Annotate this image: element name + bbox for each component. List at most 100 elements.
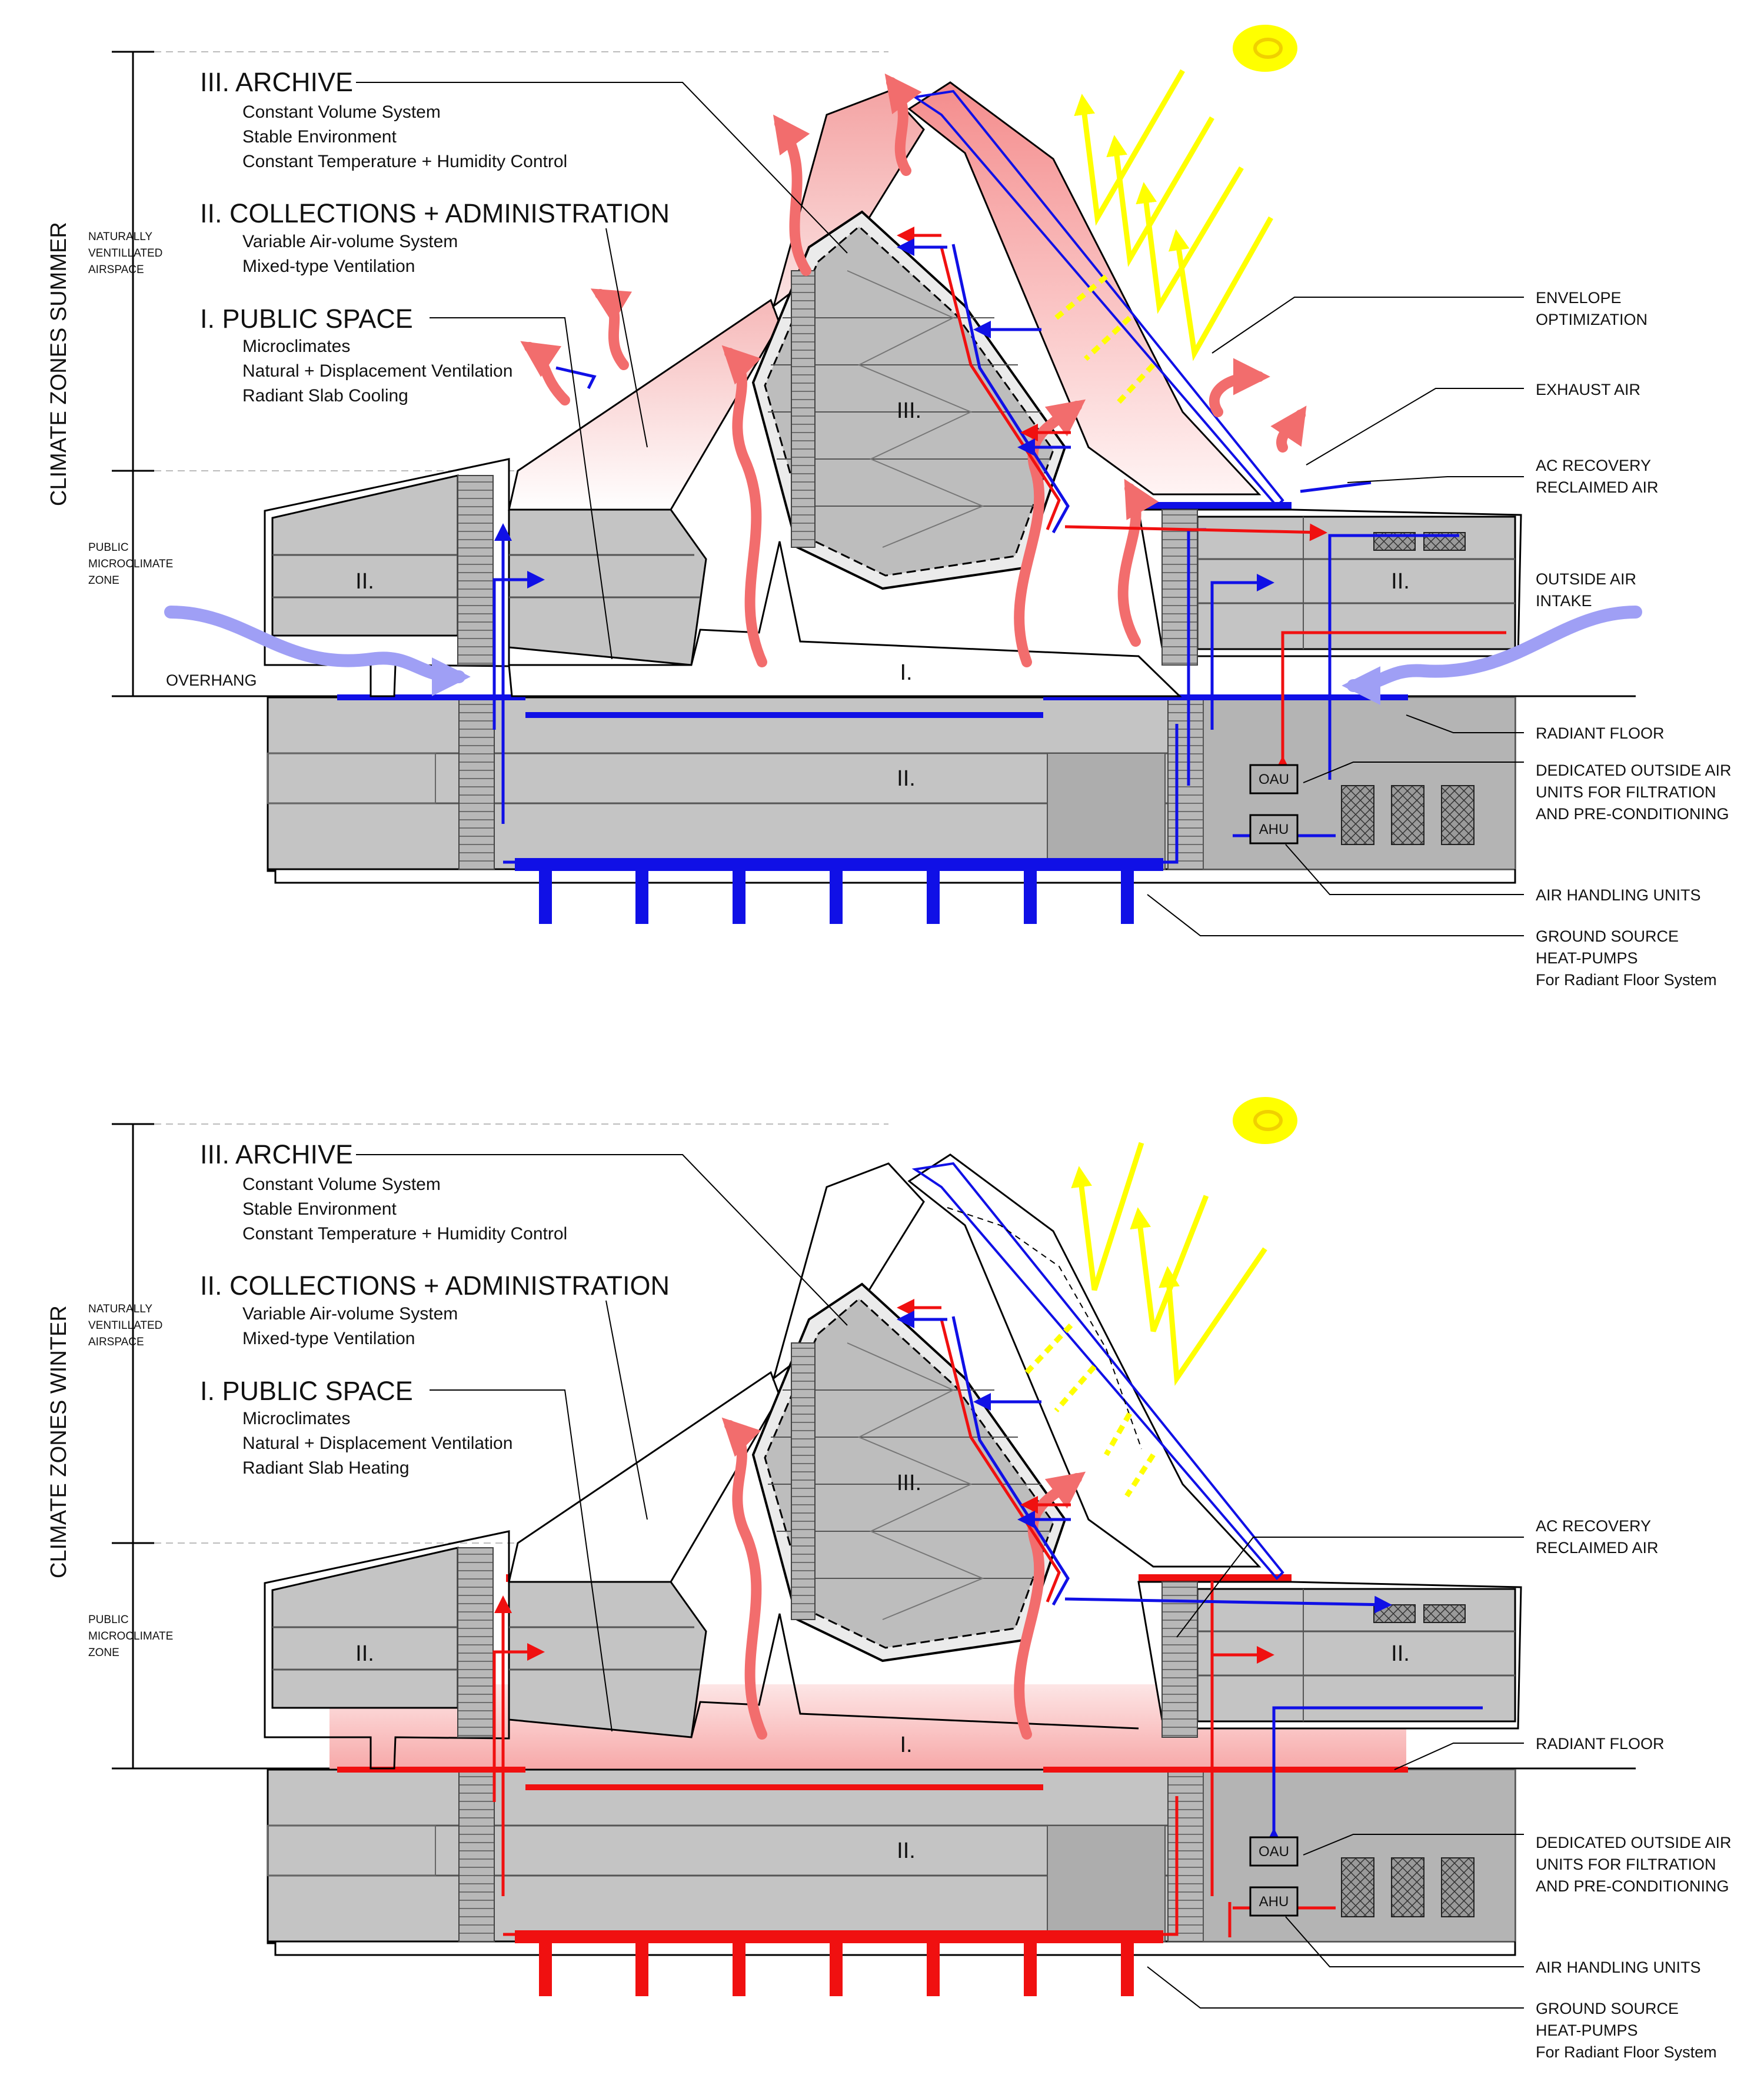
svg-text:Natural + Displacement Ventila: Natural + Displacement Ventilation	[242, 361, 512, 381]
outside-air-intake-arrows	[164, 606, 1642, 705]
oau-label: OAU	[1259, 1844, 1289, 1860]
mechanical-units: OAU AHU	[1249, 1836, 1299, 1917]
summer-callouts: ENVELOPE OPTIMIZATION EXHAUST AIR AC REC…	[1147, 289, 1732, 989]
svg-text:II. COLLECTIONS + ADMINISTRATI: II. COLLECTIONS + ADMINISTRATION	[200, 198, 670, 228]
summer-panel: OAU AHU II. II. I. II. III. CLIMATE ZONE…	[46, 25, 1732, 989]
svg-text:Stable Environment: Stable Environment	[242, 1199, 397, 1219]
podium	[267, 696, 1516, 884]
envelope-space	[907, 1153, 1284, 1580]
svg-text:III. ARCHIVE: III. ARCHIVE	[200, 67, 353, 97]
svg-text:AC RECOVERY: AC RECOVERY	[1536, 457, 1651, 474]
svg-text:Microclimates: Microclimates	[242, 1409, 350, 1428]
svg-text:AND PRE-CONDITIONING: AND PRE-CONDITIONING	[1536, 1877, 1729, 1895]
svg-text:INTAKE: INTAKE	[1536, 592, 1592, 610]
svg-text:UNITS FOR FILTRATION: UNITS FOR FILTRATION	[1536, 1856, 1716, 1873]
public-space-void	[508, 298, 1182, 697]
ahu-label: AHU	[1259, 1894, 1289, 1910]
room-collections-right: II.	[1391, 1641, 1410, 1666]
svg-text:GROUND SOURCE: GROUND SOURCE	[1536, 2000, 1679, 2017]
svg-text:MICROCLIMATE: MICROCLIMATE	[88, 1630, 173, 1643]
svg-text:AIRSPACE: AIRSPACE	[88, 1336, 144, 1348]
room-collections-below: II.	[897, 1838, 916, 1863]
ground-source-heat-pumps	[515, 858, 1163, 924]
svg-text:AIR HANDLING UNITS: AIR HANDLING UNITS	[1536, 886, 1701, 904]
room-collections-left: II.	[355, 569, 374, 594]
zone-collections: II. COLLECTIONS + ADMINISTRATION Variabl…	[200, 1271, 670, 1348]
airflow-arrows	[721, 1417, 1086, 1740]
ground-source-heat-pumps	[515, 1930, 1163, 1996]
svg-text:For Radiant Floor System: For Radiant Floor System	[1536, 971, 1717, 989]
svg-text:VENTILLATED: VENTILLATED	[88, 247, 162, 260]
side-label-microclimate: PUBLIC MICROCLIMATE ZONE	[88, 1614, 173, 1659]
svg-text:PUBLIC: PUBLIC	[88, 1614, 129, 1626]
room-collections-below: II.	[897, 766, 916, 791]
right-wing	[1137, 1581, 1522, 1738]
svg-text:II. COLLECTIONS + ADMINISTRATI: II. COLLECTIONS + ADMINISTRATION	[200, 1271, 670, 1301]
svg-text:Stable Environment: Stable Environment	[242, 127, 397, 147]
sun-icon	[1233, 1097, 1297, 1144]
zone-archive: III. ARCHIVE Constant Volume System Stab…	[200, 1139, 567, 1244]
svg-text:ZONE: ZONE	[88, 574, 119, 587]
winter-callouts: AC RECOVERY RECLAIMED AIR RADIANT FLOOR …	[1147, 1517, 1732, 2061]
svg-text:OPTIMIZATION: OPTIMIZATION	[1536, 311, 1647, 328]
side-label-airspace: NATURALLY VENTILLATED AIRSPACE	[88, 231, 162, 276]
svg-text:AIR HANDLING UNITS: AIR HANDLING UNITS	[1536, 1959, 1701, 1976]
side-label-airspace: NATURALLY VENTILLATED AIRSPACE	[88, 1303, 162, 1348]
svg-text:HEAT-PUMPS: HEAT-PUMPS	[1536, 949, 1638, 967]
svg-text:AIRSPACE: AIRSPACE	[88, 264, 144, 276]
podium	[267, 1768, 1516, 1956]
svg-text:VENTILLATED: VENTILLATED	[88, 1319, 162, 1332]
diffused-rays	[1054, 274, 1156, 408]
public-space-void	[508, 1371, 1139, 1738]
svg-text:ZONE: ZONE	[88, 1647, 119, 1659]
svg-text:EXHAUST AIR: EXHAUST AIR	[1536, 381, 1640, 398]
room-archive: III.	[897, 398, 921, 423]
svg-text:DEDICATED OUTSIDE AIR: DEDICATED OUTSIDE AIR	[1536, 762, 1732, 779]
room-labels: II. II. I. II. III.	[355, 1471, 1410, 1863]
panel-title: CLIMATE ZONES SUMMER	[46, 222, 71, 506]
svg-text:AND PRE-CONDITIONING: AND PRE-CONDITIONING	[1536, 805, 1729, 823]
archive-shell	[751, 90, 1067, 590]
panel-title: CLIMATE ZONES WINTER	[46, 1305, 71, 1578]
zone-public: I. PUBLIC SPACE Microclimates Natural + …	[200, 1376, 512, 1478]
svg-text:I. PUBLIC SPACE: I. PUBLIC SPACE	[200, 1376, 413, 1406]
svg-text:Mixed-type Ventilation: Mixed-type Ventilation	[242, 1329, 415, 1348]
svg-text:PUBLIC: PUBLIC	[88, 541, 129, 554]
svg-text:NATURALLY: NATURALLY	[88, 1303, 152, 1315]
svg-text:DEDICATED OUTSIDE AIR: DEDICATED OUTSIDE AIR	[1536, 1834, 1732, 1851]
ahu-label: AHU	[1259, 822, 1289, 837]
zone-leaders	[356, 82, 848, 660]
svg-text:HEAT-PUMPS: HEAT-PUMPS	[1536, 2021, 1638, 2039]
left-wing	[264, 1530, 707, 1770]
svg-text:Variable Air-volume System: Variable Air-volume System	[242, 1304, 458, 1324]
solar-rays	[1074, 69, 1273, 361]
airflow-arrows	[520, 73, 1307, 667]
svg-text:III. ARCHIVE: III. ARCHIVE	[200, 1139, 353, 1169]
svg-text:Mixed-type Ventilation: Mixed-type Ventilation	[242, 257, 415, 276]
svg-text:Microclimates: Microclimates	[242, 337, 350, 356]
zone-collections: II. COLLECTIONS + ADMINISTRATION Variabl…	[200, 198, 670, 276]
svg-text:UNITS FOR FILTRATION: UNITS FOR FILTRATION	[1536, 783, 1716, 801]
svg-text:Variable Air-volume System: Variable Air-volume System	[242, 232, 458, 251]
diffused-rays	[1024, 1323, 1156, 1498]
duct-network	[492, 227, 1506, 864]
svg-text:ENVELOPE: ENVELOPE	[1536, 289, 1622, 307]
svg-text:NATURALLY: NATURALLY	[88, 231, 152, 243]
svg-text:RECLAIMED AIR: RECLAIMED AIR	[1536, 478, 1659, 496]
archive-shell	[751, 1162, 1067, 1663]
zone-leaders	[356, 1154, 848, 1732]
svg-text:RECLAIMED AIR: RECLAIMED AIR	[1536, 1539, 1659, 1557]
left-wing	[264, 458, 707, 697]
svg-text:Constant Temperature + Humidit: Constant Temperature + Humidity Control	[242, 1224, 567, 1244]
envelope-space	[907, 81, 1284, 508]
svg-text:Natural + Displacement Ventila: Natural + Displacement Ventilation	[242, 1434, 512, 1453]
oau-label: OAU	[1259, 772, 1289, 787]
svg-text:I. PUBLIC SPACE: I. PUBLIC SPACE	[200, 304, 413, 334]
svg-text:OUTSIDE AIR: OUTSIDE AIR	[1536, 570, 1636, 588]
room-public-space: I.	[900, 660, 912, 685]
zone-public: I. PUBLIC SPACE Microclimates Natural + …	[200, 304, 512, 405]
overhang-label: OVERHANG	[166, 671, 257, 689]
svg-text:Radiant Slab Cooling: Radiant Slab Cooling	[242, 386, 408, 405]
